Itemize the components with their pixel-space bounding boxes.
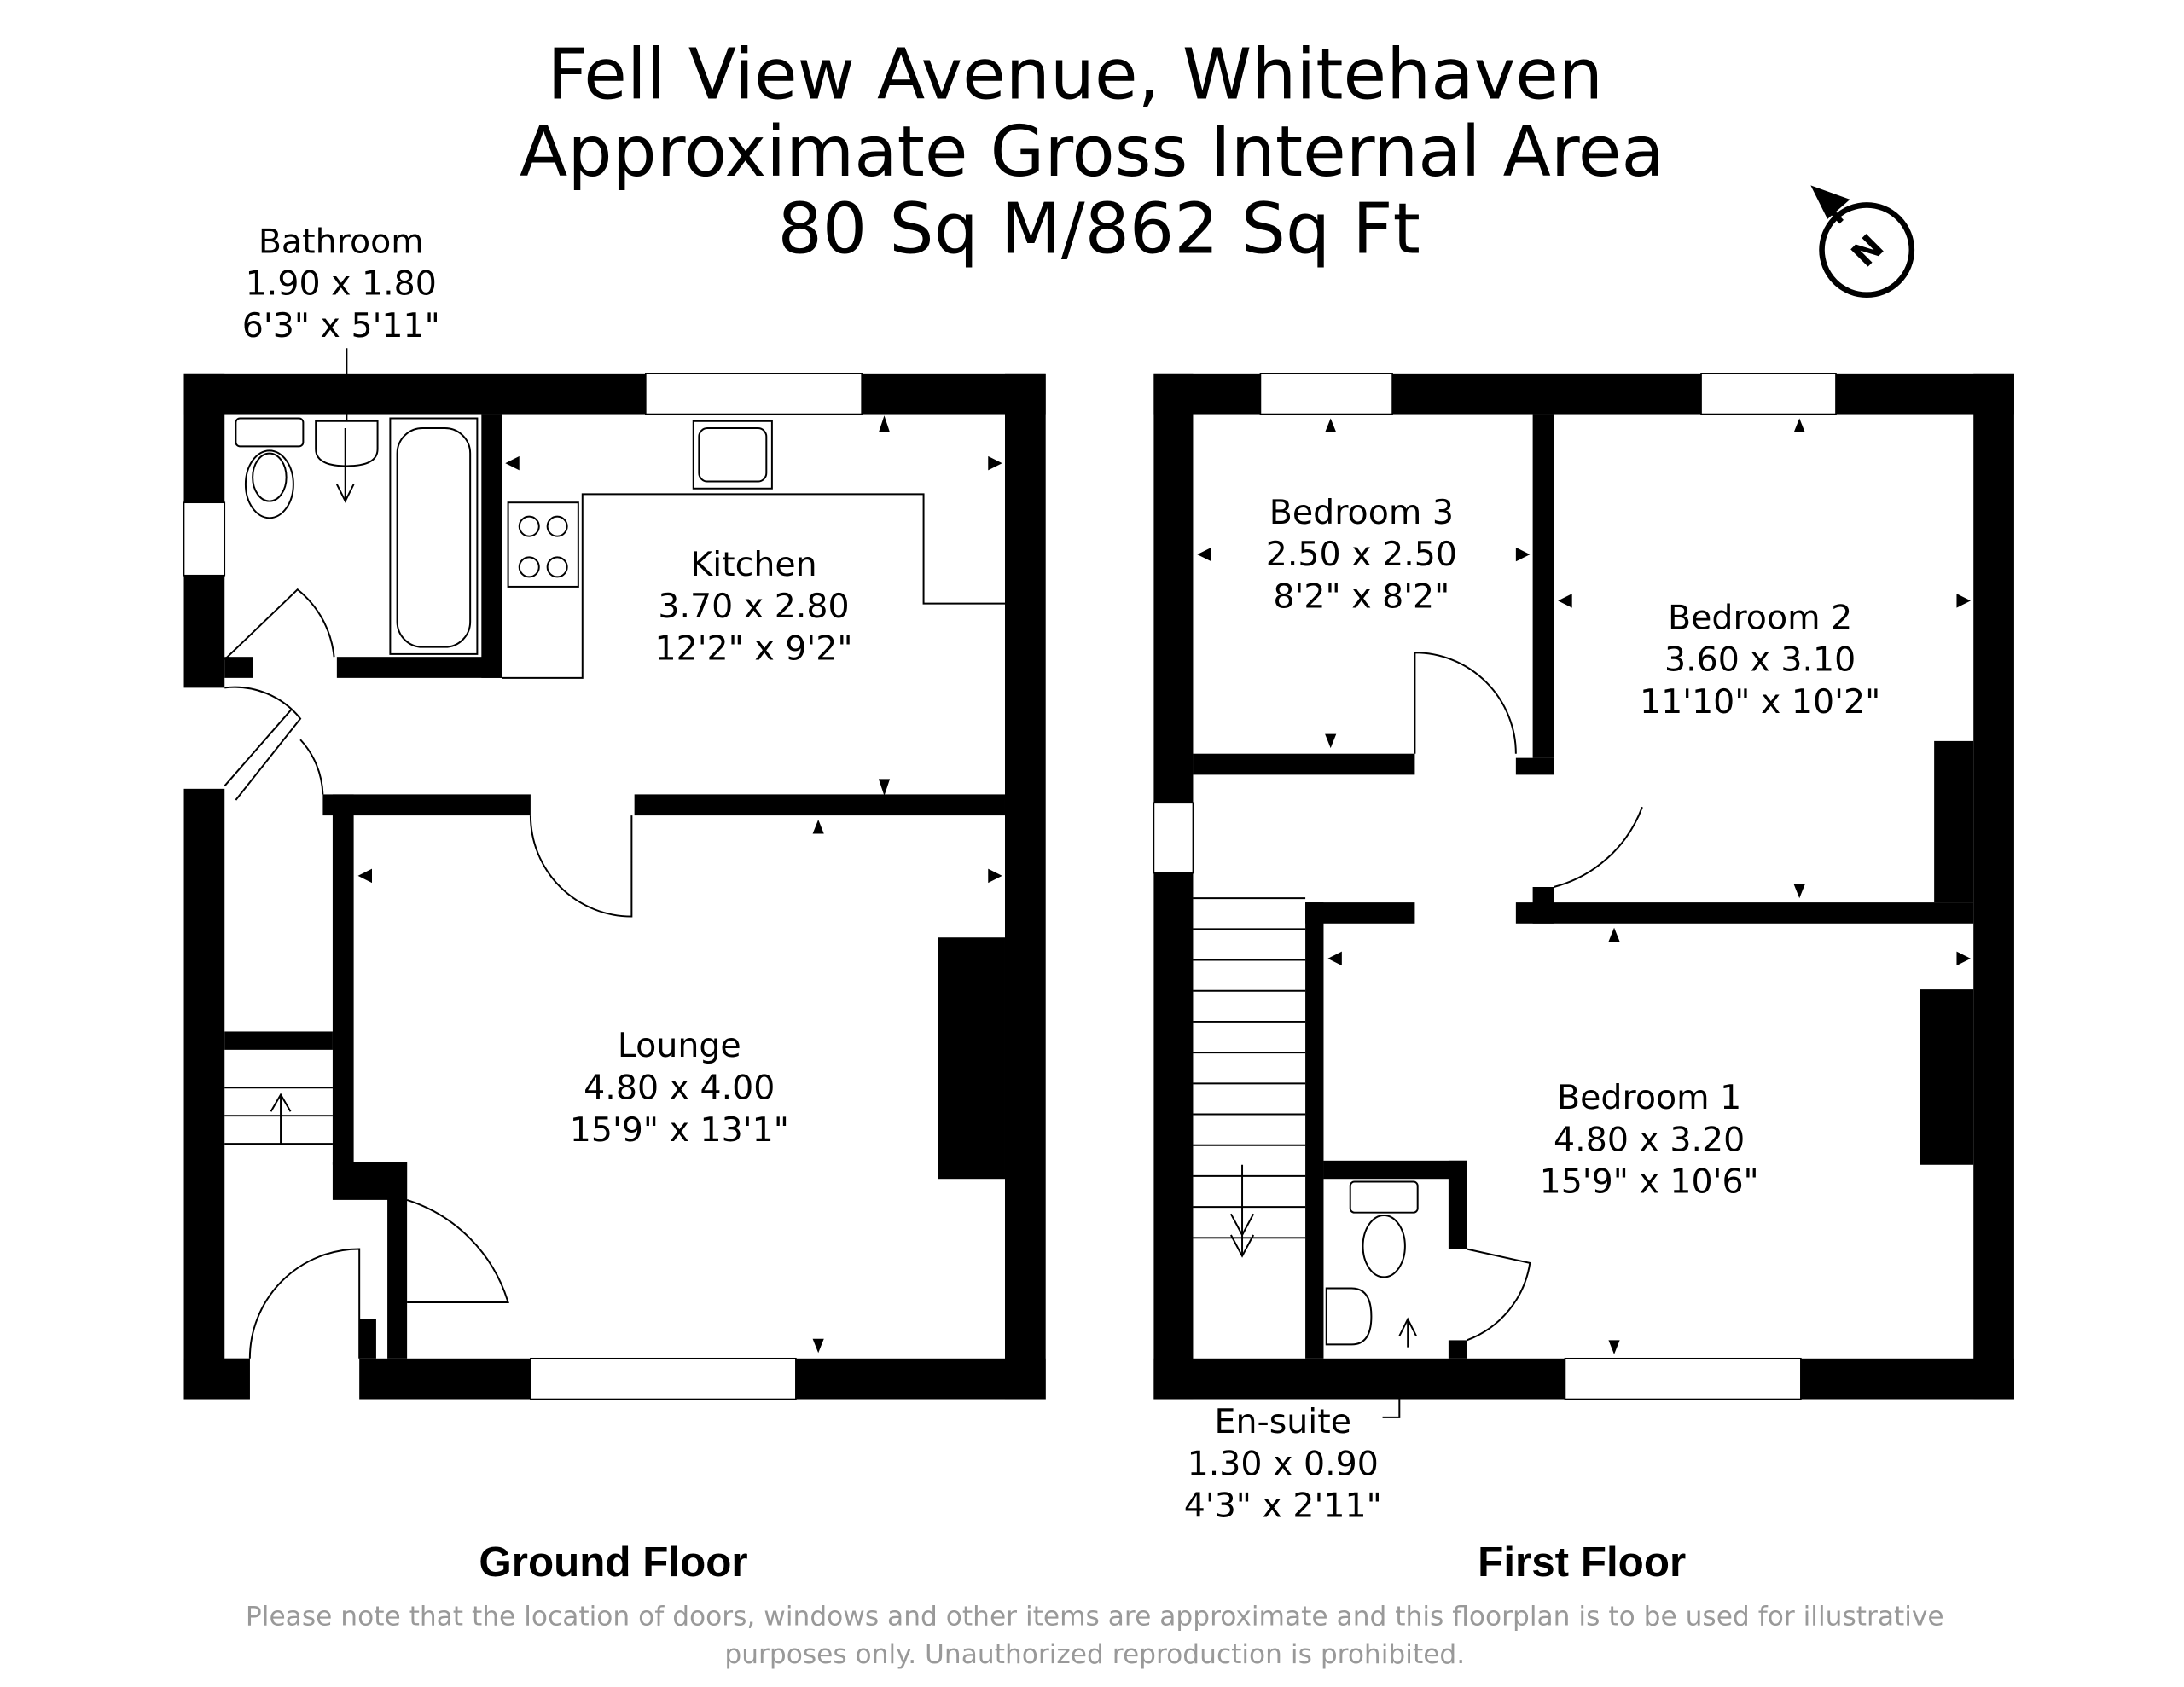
svg-text:4.80 x 4.00: 4.80 x 4.00 bbox=[584, 1068, 775, 1107]
svg-text:3.70 x 2.80: 3.70 x 2.80 bbox=[658, 587, 849, 626]
svg-text:15'9" x 13'1": 15'9" x 13'1" bbox=[570, 1110, 789, 1150]
title-area-label: Approximate Gross Internal Area bbox=[520, 112, 1664, 193]
ground-floor-plan: Bathroom 1.90 x 1.80 6'3" x 5'11" Kitche… bbox=[183, 222, 1046, 1586]
svg-text:15'9" x 10'6": 15'9" x 10'6" bbox=[1540, 1162, 1759, 1202]
ground-floor-label: Ground Floor bbox=[479, 1539, 747, 1586]
room-label-bedroom-3: Bedroom 3 2.50 x 2.50 8'2" x 8'2" bbox=[1266, 493, 1457, 617]
first-floor-label: First Floor bbox=[1478, 1539, 1686, 1586]
svg-text:Lounge: Lounge bbox=[618, 1026, 741, 1065]
svg-text:Kitchen: Kitchen bbox=[690, 545, 816, 584]
room-label-bedroom-2: Bedroom 2 3.60 x 3.10 11'10" x 10'2" bbox=[1640, 598, 1880, 722]
svg-text:Bedroom 1: Bedroom 1 bbox=[1557, 1078, 1741, 1117]
svg-text:6'3" x 5'11": 6'3" x 5'11" bbox=[242, 306, 440, 345]
north-compass-icon: N bbox=[1810, 185, 1915, 298]
first-floor-plan: Bedroom 3 2.50 x 2.50 8'2" x 8'2" Bedroo… bbox=[1153, 373, 2014, 1586]
svg-text:8'2" x 8'2": 8'2" x 8'2" bbox=[1273, 577, 1449, 617]
title-address: Fell View Avenue, Whitehaven bbox=[547, 34, 1603, 115]
bathroom-fixtures bbox=[235, 348, 479, 655]
svg-text:12'2" x 9'2": 12'2" x 9'2" bbox=[654, 629, 852, 668]
title-area-value: 80 Sq M/862 Sq Ft bbox=[778, 188, 1420, 270]
room-label-bathroom: Bathroom 1.90 x 1.80 6'3" x 5'11" bbox=[242, 222, 440, 345]
svg-text:Bedroom 3: Bedroom 3 bbox=[1269, 493, 1454, 532]
svg-text:1.90 x 1.80: 1.90 x 1.80 bbox=[246, 264, 437, 304]
svg-text:Bathroom: Bathroom bbox=[258, 222, 424, 261]
svg-text:Bedroom 2: Bedroom 2 bbox=[1668, 598, 1852, 637]
svg-text:1.30 x 0.90: 1.30 x 0.90 bbox=[1188, 1444, 1379, 1483]
svg-text:N: N bbox=[1844, 227, 1892, 275]
disclaimer-line-1: Please note that the location of doors, … bbox=[246, 1601, 1944, 1632]
room-label-en-suite: En-suite 1.30 x 0.90 4'3" x 2'11" bbox=[1184, 1402, 1382, 1526]
svg-text:En-suite: En-suite bbox=[1215, 1402, 1352, 1441]
svg-text:4.80 x 3.20: 4.80 x 3.20 bbox=[1554, 1120, 1745, 1159]
room-label-bedroom-1: Bedroom 1 4.80 x 3.20 15'9" x 10'6" bbox=[1540, 1078, 1759, 1202]
room-label-lounge: Lounge 4.80 x 4.00 15'9" x 13'1" bbox=[570, 1026, 789, 1150]
svg-text:3.60 x 3.10: 3.60 x 3.10 bbox=[1664, 641, 1856, 680]
kitchen-fixtures bbox=[502, 420, 1005, 679]
svg-text:4'3" x 2'11": 4'3" x 2'11" bbox=[1184, 1487, 1382, 1526]
svg-text:2.50 x 2.50: 2.50 x 2.50 bbox=[1266, 535, 1457, 574]
svg-text:11'10" x 10'2": 11'10" x 10'2" bbox=[1640, 682, 1880, 722]
disclaimer-line-2: purposes only. Unauthorized reproduction… bbox=[724, 1639, 1465, 1670]
room-label-kitchen: Kitchen 3.70 x 2.80 12'2" x 9'2" bbox=[654, 545, 852, 669]
